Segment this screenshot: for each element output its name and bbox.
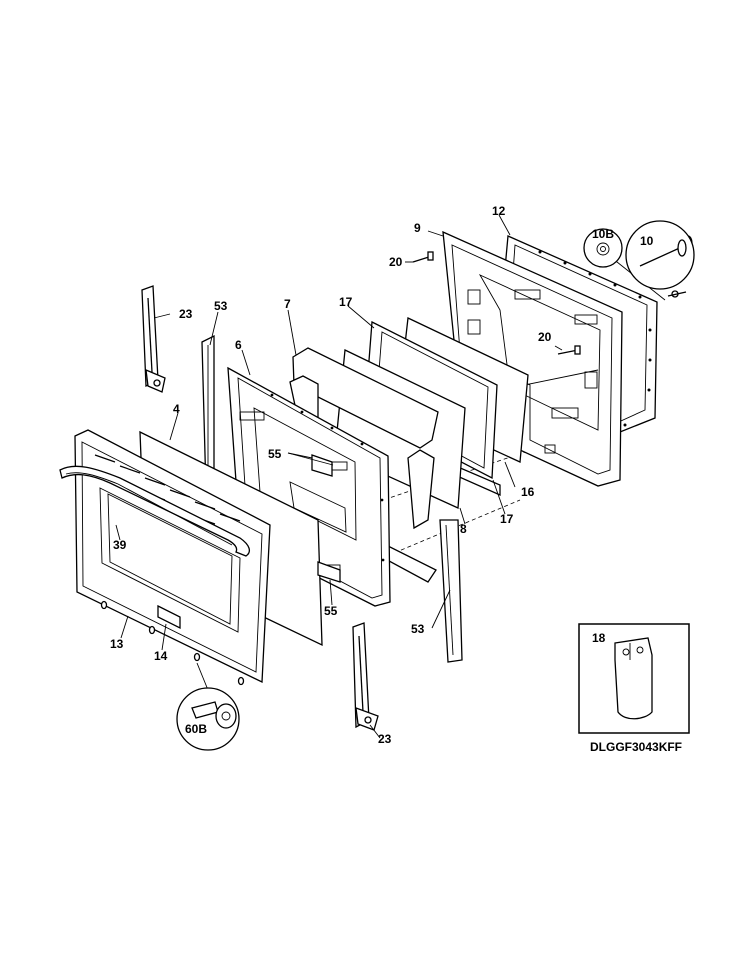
callout-60b: 60B — [185, 722, 207, 736]
callout-9: 9 — [414, 221, 421, 235]
callout-23-lower: 23 — [378, 732, 392, 746]
part-pin-detail-circle — [625, 220, 695, 290]
callout-53-upper: 53 — [214, 299, 228, 313]
part-door-channel-left — [201, 334, 215, 494]
part-outer-door-panel — [74, 429, 271, 684]
callout-17-upper: 17 — [339, 295, 353, 309]
callout-39: 39 — [113, 538, 127, 552]
part-door-channel-right — [439, 519, 463, 663]
callout-4: 4 — [173, 402, 180, 416]
callout-20-lower: 20 — [538, 330, 552, 344]
callout-10: 10 — [640, 234, 654, 248]
leader-lines — [115, 214, 563, 739]
part-bottom-screws — [100, 600, 245, 686]
part-hinge-lower — [352, 622, 379, 731]
callout-14: 14 — [154, 649, 168, 663]
part-washer-detail — [583, 228, 623, 268]
callout-55-upper: 55 — [268, 447, 282, 461]
callout-13: 13 — [110, 637, 124, 651]
callout-labels: 12 9 10B 10 20 20 23 53 7 17 6 4 55 16 8… — [110, 204, 682, 754]
callout-6: 6 — [235, 338, 242, 352]
callout-10b: 10B — [592, 227, 614, 241]
part-door-handle — [59, 465, 251, 557]
callout-7: 7 — [284, 297, 291, 311]
part-screw-detail — [176, 662, 240, 751]
part-screw-lower — [557, 345, 581, 355]
callout-8: 8 — [460, 522, 467, 536]
callout-18: 18 — [592, 631, 606, 645]
callout-17-lower: 17 — [500, 512, 514, 526]
callout-55-lower: 55 — [324, 604, 338, 618]
callout-23-upper: 23 — [179, 307, 193, 321]
part-hinge-receiver-lower — [317, 561, 341, 583]
part-screw-upper — [412, 251, 434, 263]
callout-20-upper: 20 — [389, 255, 403, 269]
callout-12: 12 — [492, 204, 506, 218]
callout-16: 16 — [521, 485, 535, 499]
part-hinge-receiver-upper — [311, 454, 333, 477]
model-number: DLGGF3043KFF — [590, 740, 682, 754]
part-hinge-upper — [141, 285, 166, 393]
callout-53-lower: 53 — [411, 622, 425, 636]
inset-detail-box — [578, 623, 690, 734]
